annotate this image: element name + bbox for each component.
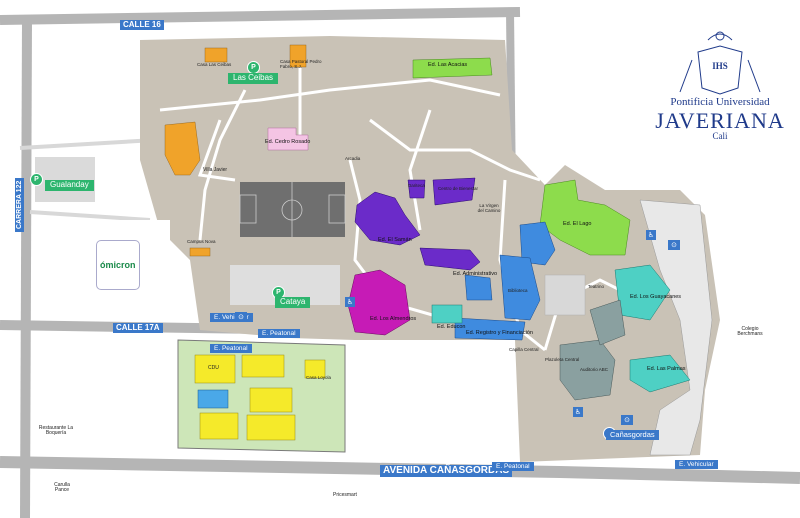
label-centro-bienestar: Centro de Bienestar [438,186,479,191]
label-arcadia: Arcadia [345,156,361,161]
los-almendros-building [347,269,411,336]
road-label-calle-17a: CALLE 17A [113,323,163,333]
el-saman-building [354,191,421,246]
bicycle-icon: ⊙ [621,415,633,425]
gualanday-lot [35,157,95,202]
logo-line-3: Cali [712,131,728,141]
label-casa-loyola: Casa Loyola [306,375,332,380]
label-campus-nova: Campus Nova [187,239,216,244]
road-label-carrera-122: CARRERA 122 [15,177,24,232]
label-colegio-berchmans: Colegio Berchmans [737,326,763,337]
bienestar-building [432,177,476,206]
bicycle-icon: ⊙ [235,312,247,322]
dariteca-building [407,179,426,199]
label-restaurante: Restaurante La Boquería [38,425,74,436]
label-administrativo: Ed. Administrativo [453,271,498,277]
accessibility-icon: ♿ [573,407,583,417]
logo-line-1: Pontificia Universidad [670,96,770,108]
road-label-avenida: AVENIDA CAÑASGORDAS [380,465,513,477]
parking-icon-gualanday: P [30,173,43,186]
grey-buildings [559,299,626,401]
label-los-guayacanes: Ed. Los Guayacanes [630,294,682,300]
label-teatrino: Teatrino [588,284,605,289]
plazoleta-grid [544,274,586,316]
entrance-vehicular-south[interactable]: E. Vehicular [675,460,718,470]
parking-canasgordas[interactable]: Cañasgordas [606,430,659,441]
label-educon: Ed. Educon [437,324,466,330]
label-virgen-camino: La Virgen del Camino [477,203,501,213]
road-carrera-122 [20,19,32,518]
label-cdu: CDU [208,365,219,371]
label-casa-las-ceibas: Casa Las Ceibas [197,62,232,67]
label-las-acacias: Ed. Las Acacias [428,62,468,68]
pool [197,389,229,409]
logo-line-2: JAVERIANA [655,108,785,133]
seal-monogram: IHS [712,61,728,71]
east-parking [639,199,713,456]
internal-paths [159,60,641,352]
label-villa-javier: Villa Javier [203,167,228,173]
road-connector-mid [29,210,151,222]
label-el-saman: Ed. El Samán [378,237,412,243]
parking-gualanday[interactable]: Gualanday [45,180,94,191]
football-field [240,182,345,237]
road-label-calle-16: CALLE 16 [120,20,164,30]
road-calle-16 [0,7,521,25]
blue-buildings [454,221,556,341]
accessibility-icon: ♿ [345,297,355,307]
label-registro: Ed. Registro y Financiación [466,330,533,336]
yellow-buildings [194,354,326,441]
label-pricesmart: Pricesmart [333,492,357,498]
parking-las-ceibas[interactable]: Las Ceibas [228,73,279,84]
javeriana-seal [679,31,761,95]
label-casa-pastoral: Casa Pastoral Pedro Fabro, S.J. [280,59,322,69]
entrance-peatonal-south[interactable]: E. Peatonal [492,462,534,472]
label-los-almendros: Ed. Los Almendros [370,316,417,322]
label-plazoleta-central: Plazoleta Central [545,357,580,362]
omicron-logo-frame [96,240,140,290]
entrance-vehicular-west[interactable]: E. Vehicular [210,313,253,323]
cedro-rosado-building [267,127,309,151]
label-carulla: Carulla Pance [54,482,70,493]
parking-icon-cataya: P [272,286,285,299]
teal-buildings [431,264,691,393]
entrance-peatonal-field[interactable]: E. Peatonal [210,344,252,354]
el-lago-building [539,179,631,256]
label-auditorio-abc: Auditorio ABC [580,367,609,372]
accessibility-icon: ♿ [646,230,656,240]
entrance-peatonal-west[interactable]: E. Peatonal [258,329,300,339]
las-acacias-building [412,57,493,79]
parking-cataya[interactable]: Cataya [275,297,311,308]
label-las-palmas: Ed. Las Palmas [647,366,686,372]
administrativo-building [419,247,481,271]
label-cedro-rosado: Ed. Cedro Rosado [265,139,311,145]
bicycle-icon: ⊙ [668,240,680,250]
label-capilla-central: Capilla Central [509,347,539,352]
road-connector-ne [19,138,156,150]
label-el-lago: Ed. El Lago [563,221,592,227]
omicron-logo: ómicron [100,260,136,270]
orange-buildings [164,44,307,257]
label-biblioteca: Biblioteca [508,288,528,293]
label-dariteca: Dariteca [408,183,425,188]
